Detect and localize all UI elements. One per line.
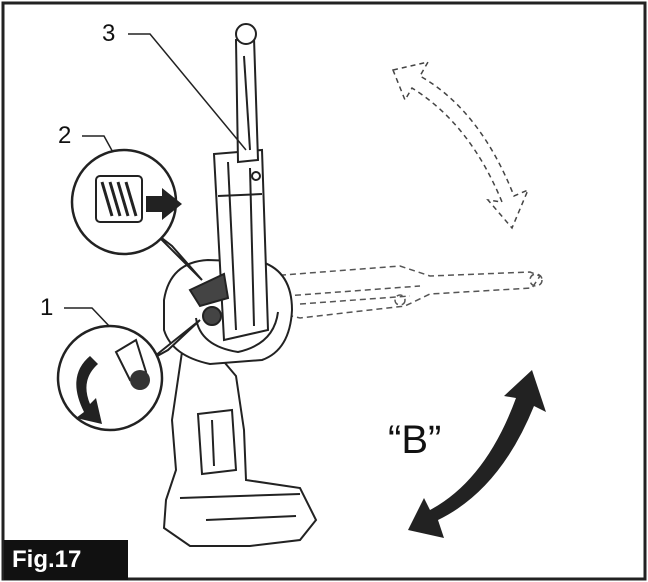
dashed-rotation-arrow bbox=[391, 60, 530, 230]
callout-1: 1 bbox=[40, 294, 54, 321]
direction-label: “B” bbox=[388, 418, 442, 462]
dashed-ghost-tool bbox=[269, 265, 543, 319]
tool-body bbox=[162, 23, 318, 547]
zoom-circle-release-button bbox=[70, 148, 203, 281]
figure-label: Fig.17 bbox=[4, 540, 128, 580]
zoom-circle-lever bbox=[56, 319, 201, 432]
callout-3: 3 bbox=[102, 20, 116, 47]
callout-2: 2 bbox=[58, 122, 72, 149]
rotation-arrow-b bbox=[408, 370, 546, 538]
